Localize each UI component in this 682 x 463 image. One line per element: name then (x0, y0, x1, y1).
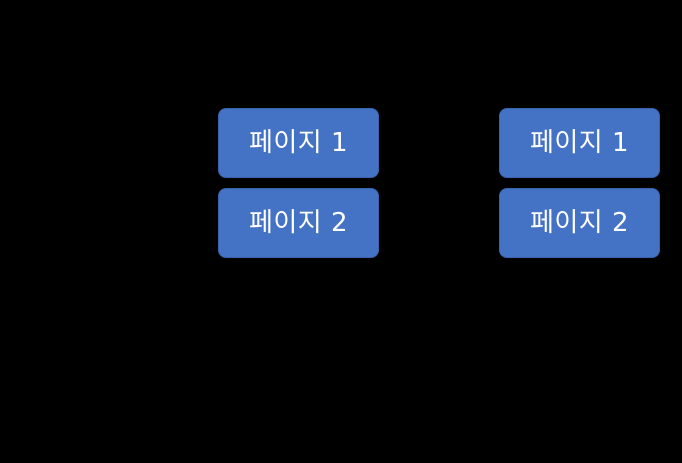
page-button-left-2[interactable]: 페이지 2 (218, 188, 379, 258)
page-button-right-1[interactable]: 페이지 1 (499, 108, 660, 178)
page-button-label: 페이지 2 (529, 208, 630, 238)
page-button-left-1[interactable]: 페이지 1 (218, 108, 379, 178)
page-button-label: 페이지 1 (529, 128, 630, 158)
page-button-label: 페이지 2 (248, 208, 349, 238)
left-button-column: 페이지 1 페이지 2 (218, 108, 379, 258)
page-button-label: 페이지 1 (248, 128, 349, 158)
page-button-right-2[interactable]: 페이지 2 (499, 188, 660, 258)
right-button-column: 페이지 1 페이지 2 (499, 108, 660, 258)
